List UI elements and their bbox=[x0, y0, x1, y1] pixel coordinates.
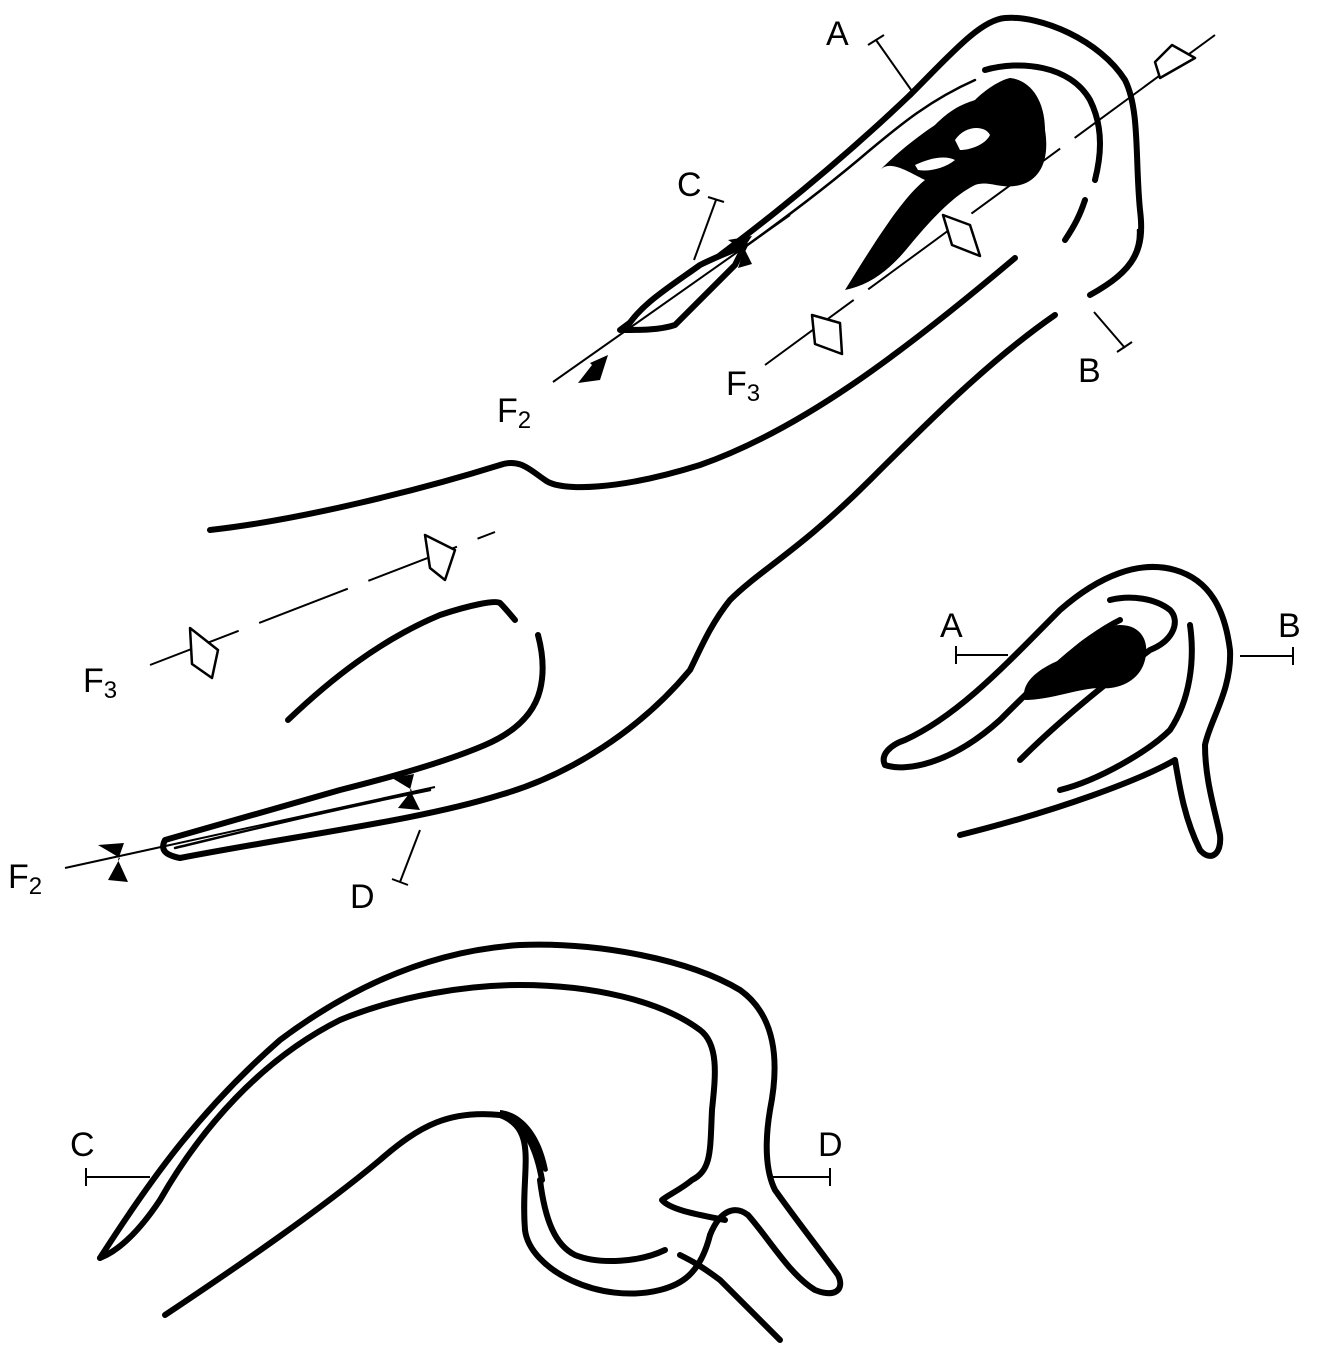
map-view bbox=[163, 18, 1141, 858]
label-f2-upper-f: F bbox=[497, 392, 518, 430]
f3-antiform-symbol bbox=[1155, 45, 1195, 78]
map-limb-thin-lens bbox=[625, 245, 745, 330]
map-nose-inner-2 bbox=[1065, 200, 1085, 240]
section-a-trace bbox=[876, 40, 914, 94]
section-b-trace bbox=[1094, 312, 1125, 348]
label-f3-upper-sub: 3 bbox=[747, 380, 760, 407]
f2-upper-axis bbox=[553, 215, 790, 382]
label-d-top: D bbox=[350, 878, 375, 916]
label-f3-left-f: F bbox=[83, 662, 104, 700]
section-d-trace bbox=[400, 830, 420, 882]
label-profile-cd-c: C bbox=[70, 1126, 95, 1164]
f3-antiform-symbol bbox=[812, 315, 842, 354]
label-f3-left-sub: 3 bbox=[104, 677, 117, 704]
map-inner-hook bbox=[288, 602, 515, 720]
label-b-top: B bbox=[1078, 352, 1101, 390]
label-f3-left: F3 bbox=[83, 662, 117, 704]
map-limb-right-edge bbox=[180, 315, 1055, 858]
label-profile-ab-a: A bbox=[940, 607, 963, 645]
label-profile-cd-d: D bbox=[818, 1126, 843, 1164]
profile-cd: C D bbox=[70, 945, 843, 1340]
f2-synform-symbol bbox=[98, 843, 128, 882]
section-c-trace bbox=[694, 200, 716, 260]
f2-lower-axis bbox=[65, 787, 435, 868]
label-f3-upper-f: F bbox=[726, 365, 747, 403]
fold-axes bbox=[65, 35, 1215, 882]
profile-cd-outer bbox=[100, 945, 840, 1293]
label-f3-upper: F3 bbox=[726, 365, 760, 407]
f3-antiform-symbol bbox=[425, 535, 455, 580]
f3-antiform-symbol bbox=[190, 628, 218, 678]
section-b-tick bbox=[1117, 342, 1132, 352]
f3-antiform-symbol bbox=[943, 215, 980, 256]
profile-ab: A B bbox=[884, 567, 1301, 856]
profile-cd-inner bbox=[100, 985, 725, 1258]
label-f2-upper: F2 bbox=[497, 392, 531, 434]
label-f2-lower-sub: 2 bbox=[29, 873, 42, 900]
label-c-top: C bbox=[677, 166, 702, 204]
f3-upper-axis bbox=[765, 35, 1215, 365]
label-f2-upper-sub: 2 bbox=[518, 407, 531, 434]
profile-cd-lower-curve bbox=[165, 1114, 500, 1315]
label-a-top: A bbox=[826, 15, 849, 53]
label-profile-ab-b: B bbox=[1278, 607, 1301, 645]
profile-ab-core bbox=[1024, 625, 1146, 700]
section-a-tick bbox=[868, 35, 884, 45]
map-outline-upper bbox=[210, 258, 1015, 530]
label-f2-lower: F2 bbox=[8, 858, 42, 900]
profile-cd-lower-flank bbox=[540, 1180, 665, 1261]
label-f2-lower-f: F bbox=[8, 858, 29, 896]
